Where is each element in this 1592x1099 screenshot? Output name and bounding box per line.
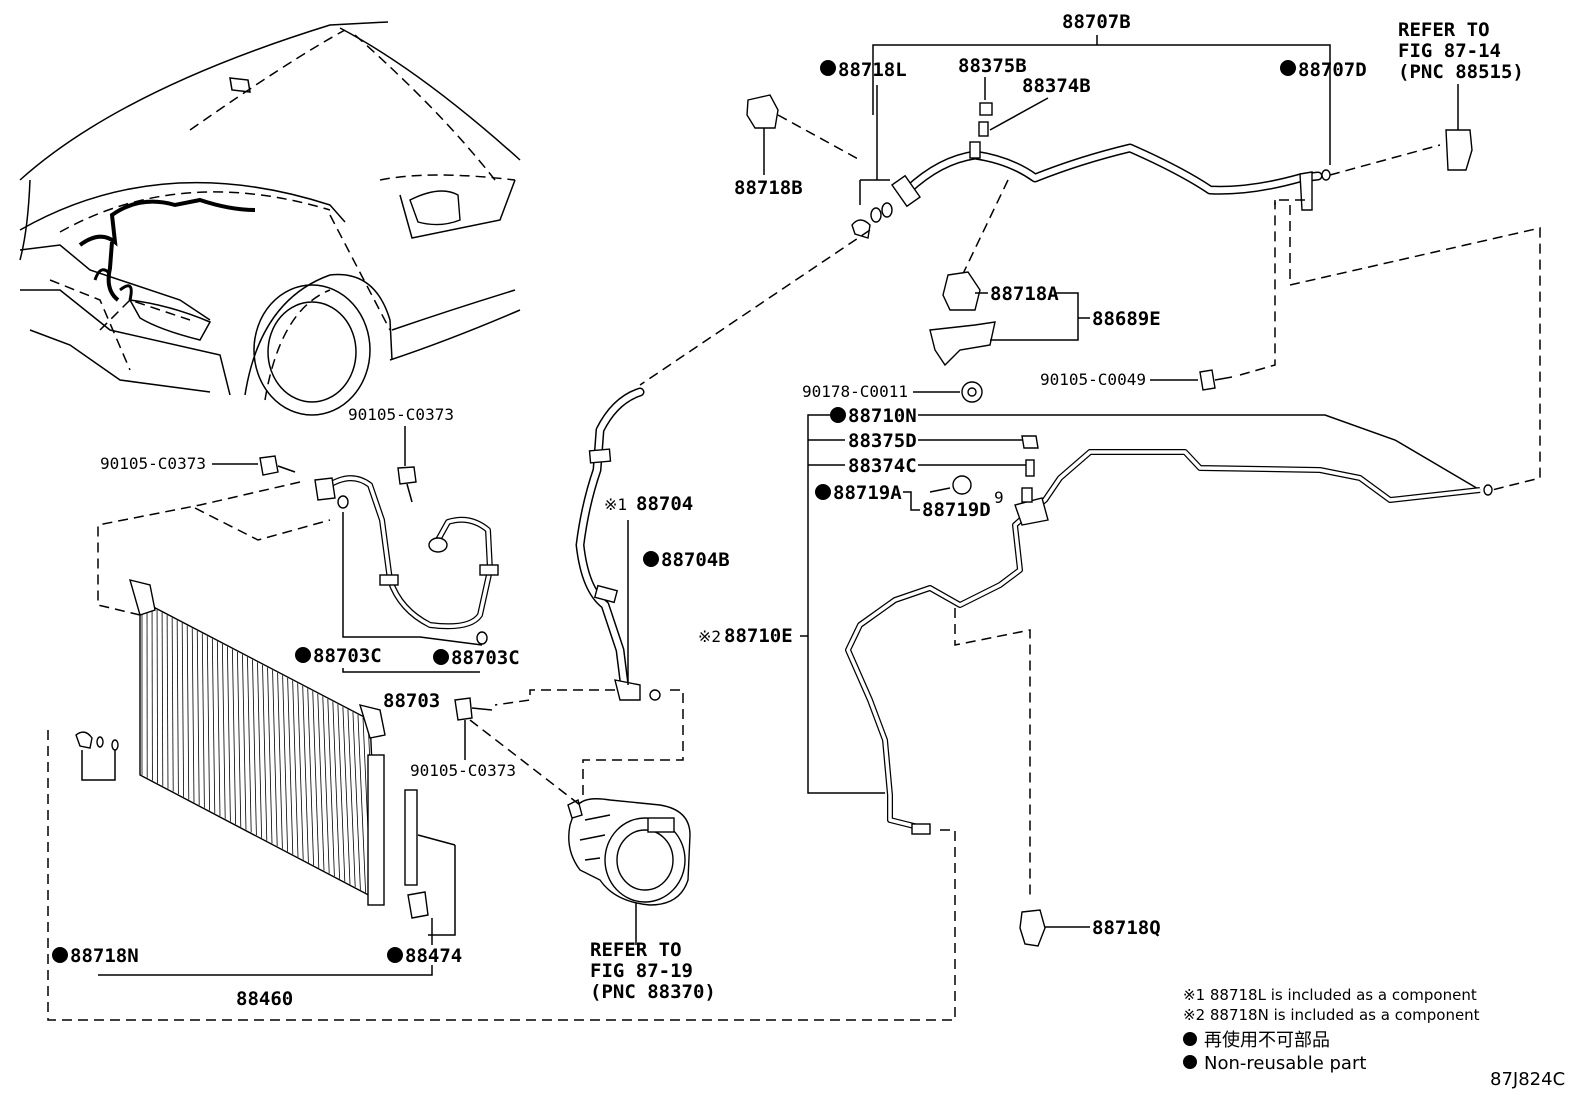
label-88703C-a: 88703C	[313, 645, 382, 667]
condenser-fin	[186, 625, 190, 800]
refer-top-line1: REFER TO	[1398, 19, 1490, 41]
refer-bottom-line3: (PNC 88370)	[590, 981, 716, 1003]
part-88718Q: 88718Q	[1019, 909, 1161, 947]
refer-top-line2: FIG 87-14	[1398, 40, 1501, 62]
label-88474: 88474	[405, 945, 462, 967]
label-88374B: 88374B	[1022, 75, 1091, 97]
condenser-fin	[317, 693, 325, 871]
condenser-fin	[247, 657, 252, 833]
condenser-fin	[232, 649, 236, 825]
part-fitting-88515	[1329, 129, 1473, 176]
label-88719A: 88719A	[833, 482, 902, 504]
group-88703: 90105-C0373 90105-C0373 88703C 88703C 88…	[100, 405, 520, 712]
label-88718Q: 88718Q	[1092, 917, 1161, 939]
part-88718B: 88718B	[734, 94, 861, 199]
condenser-fin	[287, 678, 294, 855]
condenser-fin	[332, 701, 340, 879]
part-90105-C0373-c: 90105-C0373	[410, 697, 581, 806]
compressor: REFER TO FIG 87-19 (PNC 88370)	[567, 798, 716, 1003]
label-90105-C0373-a: 90105-C0373	[100, 454, 206, 473]
condenser-fin	[282, 675, 288, 852]
label-88704: 88704	[636, 493, 693, 515]
label-88704B: 88704B	[661, 549, 730, 571]
label-88710E-mark: ※2	[698, 627, 721, 646]
group-88704: ※1 88704 88704B	[575, 387, 730, 701]
label-88710E: 88710E	[724, 625, 793, 647]
condenser-fin	[176, 620, 179, 795]
label-88704-mark: ※1	[604, 495, 627, 514]
condenser-fin	[327, 699, 335, 877]
label-88718L: 88718L	[838, 59, 907, 81]
label-88460: 88460	[236, 988, 293, 1010]
condenser-fin	[307, 688, 314, 866]
condenser-fin	[171, 617, 174, 792]
label-88707D: 88707D	[1298, 59, 1367, 81]
condenser-fin	[196, 630, 200, 806]
refer-bottom-line1: REFER TO	[590, 939, 682, 961]
refer-top-line3: (PNC 88515)	[1398, 61, 1524, 83]
condenser-fin	[166, 615, 169, 789]
note-4: Non-reusable part	[1204, 1053, 1366, 1074]
part-90105-C0049: 90105-C0049	[1040, 200, 1276, 391]
label-88703C-b: 88703C	[451, 647, 520, 669]
note-1: ※1 88718L is included as a component	[1183, 986, 1477, 1004]
label-88710N: 88710N	[848, 405, 917, 427]
group-88689E: 88718A 88689E	[929, 271, 1161, 367]
condenser-fin	[272, 670, 278, 847]
label-88719D: 88719D	[922, 499, 991, 521]
label-90105-C0373-c: 90105-C0373	[410, 761, 516, 780]
condenser-fin	[352, 712, 361, 890]
label-88707B: 88707B	[1062, 11, 1131, 33]
part-90178-C0011: 90178-C0011	[802, 381, 983, 403]
group-88707B: 88707B 88718L 88375B 88374B 88707D REFER…	[820, 11, 1524, 239]
note-2: ※2 88718N is included as a component	[1183, 1006, 1480, 1024]
condenser-fin	[242, 654, 247, 830]
condenser-fin	[211, 638, 216, 814]
label-88718B: 88718B	[734, 177, 803, 199]
label-88718A: 88718A	[990, 283, 1059, 305]
condenser-fin	[161, 612, 164, 786]
condenser-fin	[297, 683, 304, 860]
condenser-fin	[347, 709, 356, 888]
refer-bottom-line2: FIG 87-19	[590, 960, 693, 982]
condenser-fin	[237, 651, 242, 827]
condenser-fin	[312, 691, 320, 868]
condenser-fin	[221, 643, 226, 819]
condenser-fin	[201, 633, 205, 808]
footnotes: ※1 88718L is included as a component ※2 …	[1183, 986, 1565, 1090]
condenser-fin	[357, 714, 366, 893]
condenser-fin	[257, 662, 262, 838]
label-90178: 90178-C0011	[802, 382, 908, 401]
label-88375B: 88375B	[958, 55, 1027, 77]
group-88710E: 88710N 88375D 88374C 88719A 88719D 9 ※2 …	[698, 405, 1493, 835]
condenser: 88474 88718N 88460	[52, 579, 462, 1010]
condenser-fin	[206, 636, 210, 811]
condenser-fin	[277, 672, 283, 849]
diagram-code: 87J824C	[1490, 1069, 1565, 1090]
condenser-fin	[322, 696, 330, 874]
condenser-fin	[337, 704, 346, 882]
condenser-fin	[302, 685, 309, 863]
label-88374C: 88374C	[848, 455, 917, 477]
note-3: 再使用不可部品	[1204, 1030, 1330, 1051]
label-90105-C0373-b: 90105-C0373	[348, 405, 454, 424]
condenser-fin	[342, 706, 351, 885]
label-88689E: 88689E	[1092, 308, 1161, 330]
label-88703: 88703	[383, 690, 440, 712]
label-90105-C0049: 90105-C0049	[1040, 370, 1146, 389]
condenser-fin	[156, 609, 159, 784]
vehicle-location-illustration	[19, 21, 521, 416]
condenser-fin	[216, 641, 221, 817]
label-88375D: 88375D	[848, 430, 917, 452]
svg-text:9: 9	[994, 488, 1004, 507]
condenser-fin	[252, 659, 257, 836]
label-88718N: 88718N	[70, 945, 139, 967]
condenser-fin	[181, 622, 184, 797]
condenser-fin	[226, 646, 231, 822]
condenser-fin	[267, 667, 273, 844]
condenser-fin	[292, 680, 299, 858]
condenser-fin	[262, 664, 268, 841]
condenser-fin	[191, 628, 195, 803]
